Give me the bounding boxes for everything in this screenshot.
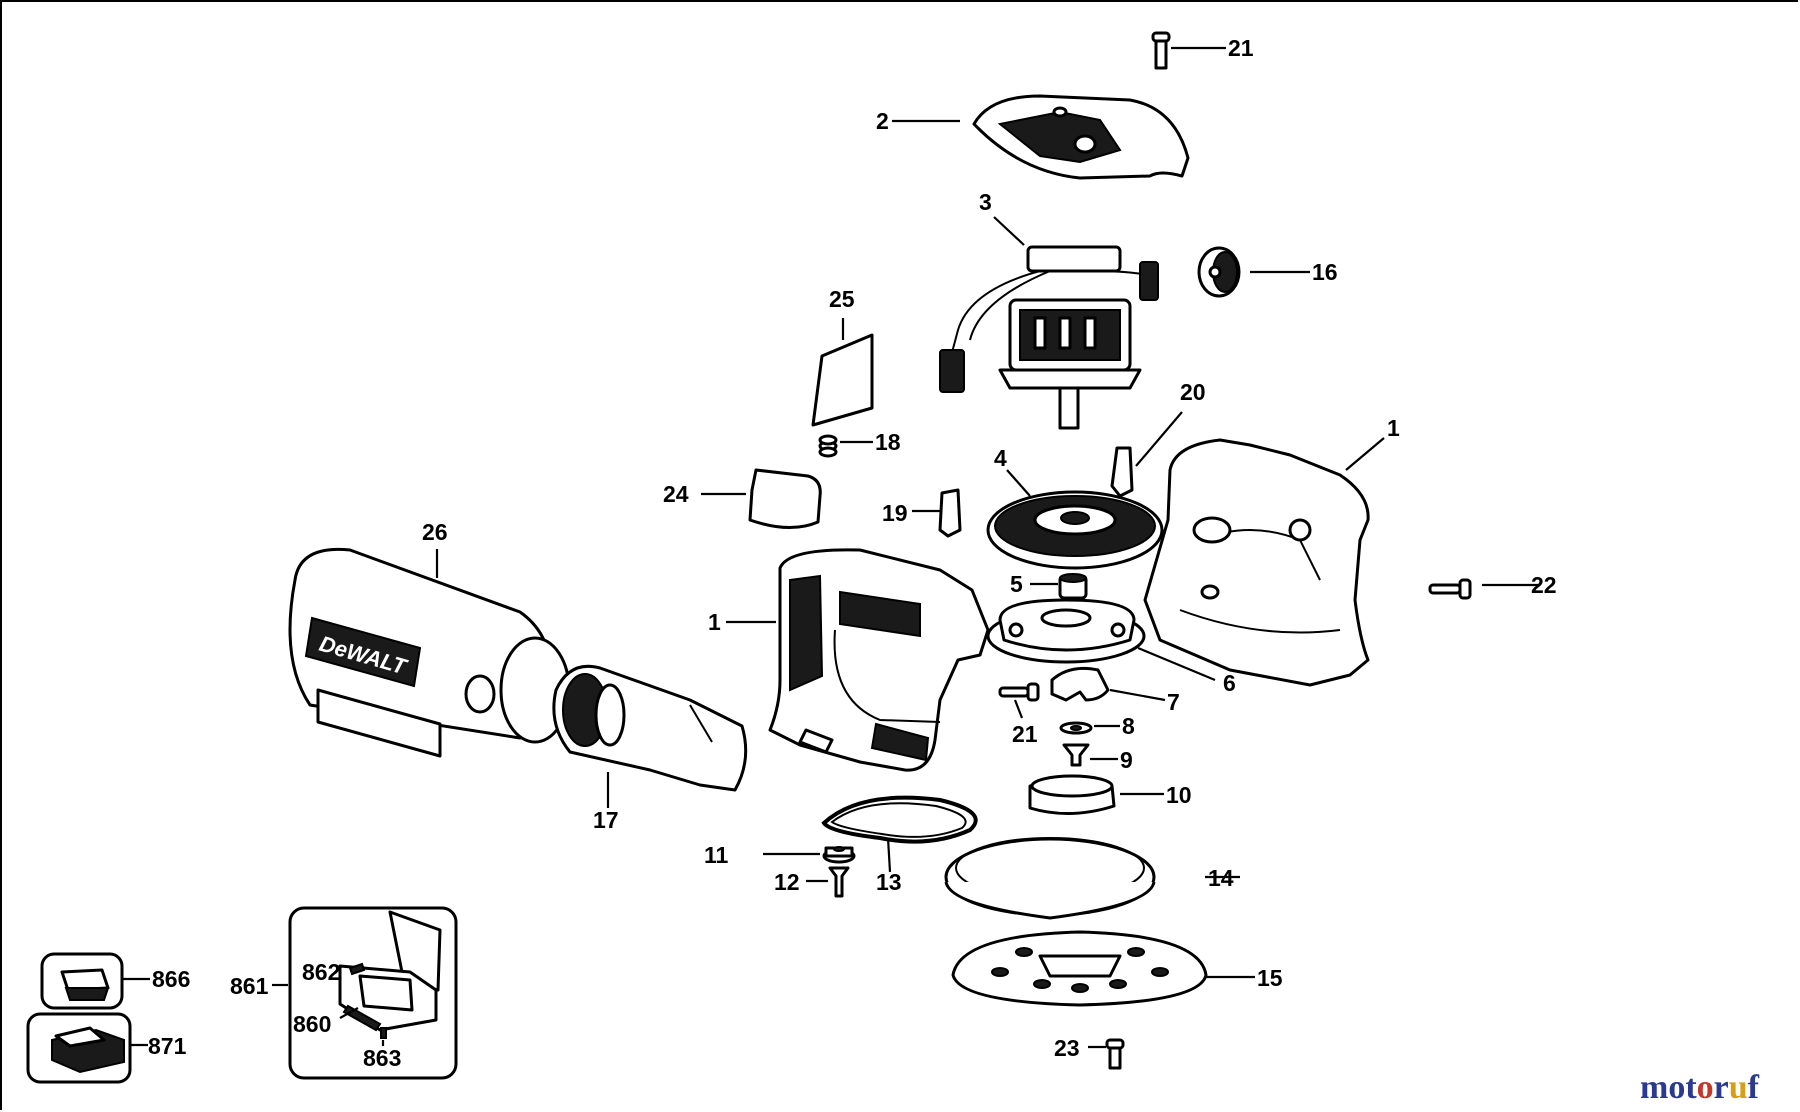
part-10-ring[interactable]	[1028, 774, 1116, 815]
label-18: 18	[875, 429, 901, 455]
label-11: 11	[704, 842, 729, 868]
part-24-label[interactable]	[748, 468, 822, 530]
label-871: 871	[148, 1033, 187, 1059]
part-3-motor-assembly[interactable]	[939, 245, 1159, 430]
part-6-bearing-housing[interactable]	[986, 598, 1146, 664]
label-26: 26	[422, 519, 448, 545]
label-5: 5	[1010, 571, 1023, 597]
label-16: 16	[1312, 259, 1338, 285]
label-19: 19	[882, 500, 908, 526]
part-866-battery[interactable]	[40, 952, 124, 1010]
label-21-top: 21	[1228, 35, 1254, 61]
label-24: 24	[663, 481, 689, 507]
label-4: 4	[994, 445, 1007, 471]
part-8-washer[interactable]	[1059, 721, 1093, 735]
brand-logo-dewalt: DeWALT	[304, 616, 422, 688]
label-12: 12	[774, 869, 800, 895]
watermark: motoruf	[1640, 1069, 1760, 1106]
label-23: 23	[1054, 1035, 1080, 1061]
watermark-letter: m	[1640, 1069, 1668, 1106]
watermark-letter: f	[1748, 1069, 1760, 1106]
part-19-clip[interactable]	[938, 488, 962, 538]
label-1-left: 1	[708, 609, 721, 635]
part-11-nut[interactable]	[822, 846, 856, 864]
label-7: 7	[1167, 689, 1180, 715]
label-21-mid: 21	[1012, 721, 1038, 747]
part-7-counterweight[interactable]	[1050, 666, 1110, 702]
watermark-letter: t	[1685, 1069, 1697, 1106]
label-25: 25	[829, 286, 855, 312]
part-18-spring[interactable]	[818, 434, 838, 458]
part-2-top-cover[interactable]	[972, 94, 1190, 180]
label-860: 860	[293, 1011, 331, 1037]
part-17-dust-port[interactable]	[552, 664, 748, 792]
part-861-kit-box[interactable]	[288, 906, 458, 1080]
part-26-dust-canister[interactable]: DeWALT	[288, 547, 571, 758]
label-10: 10	[1166, 782, 1192, 808]
part-863-screw[interactable]	[380, 1027, 387, 1039]
label-2: 2	[876, 108, 889, 134]
part-14-pad-ring[interactable]	[944, 837, 1156, 920]
label-22: 22	[1531, 572, 1557, 598]
watermark-letter: r	[1714, 1069, 1729, 1106]
part-21-top-screw[interactable]	[1151, 31, 1171, 70]
label-14: 14	[1208, 865, 1234, 891]
label-861: 861	[230, 973, 269, 999]
part-16-knob[interactable]	[1197, 246, 1241, 298]
part-12-screw[interactable]	[828, 866, 850, 898]
part-5-bearing[interactable]	[1058, 573, 1088, 600]
part-22-screw[interactable]	[1428, 578, 1472, 600]
part-1-right-housing[interactable]	[1143, 438, 1370, 687]
part-21-mid-screw[interactable]	[998, 682, 1040, 702]
label-866: 866	[152, 966, 190, 992]
label-3: 3	[979, 189, 992, 215]
watermark-letter: o	[1697, 1069, 1714, 1106]
part-25-label[interactable]	[811, 333, 874, 427]
label-8: 8	[1122, 713, 1135, 739]
label-863: 863	[363, 1045, 401, 1071]
label-15: 15	[1257, 965, 1283, 991]
label-6: 6	[1223, 670, 1236, 696]
watermark-letter: o	[1668, 1069, 1685, 1106]
label-862: 862	[302, 959, 340, 985]
part-1-left-housing[interactable]	[768, 548, 990, 772]
label-20: 20	[1180, 379, 1206, 405]
part-15-sanding-pad[interactable]	[951, 930, 1208, 1007]
label-1-right: 1	[1387, 415, 1400, 441]
part-4-fan[interactable]	[986, 490, 1164, 570]
watermark-text: motoruf	[1640, 1069, 1760, 1106]
watermark-letter: u	[1729, 1069, 1748, 1106]
label-17: 17	[593, 807, 619, 833]
label-13: 13	[876, 869, 902, 895]
part-20-clip[interactable]	[1110, 446, 1134, 498]
part-862-clip[interactable]	[348, 962, 366, 976]
part-13-belt[interactable]	[821, 795, 978, 844]
label-9: 9	[1120, 747, 1133, 773]
part-23-screw[interactable]	[1105, 1038, 1125, 1070]
part-871-charger[interactable]	[26, 1012, 132, 1084]
part-9-screw[interactable]	[1062, 743, 1090, 767]
